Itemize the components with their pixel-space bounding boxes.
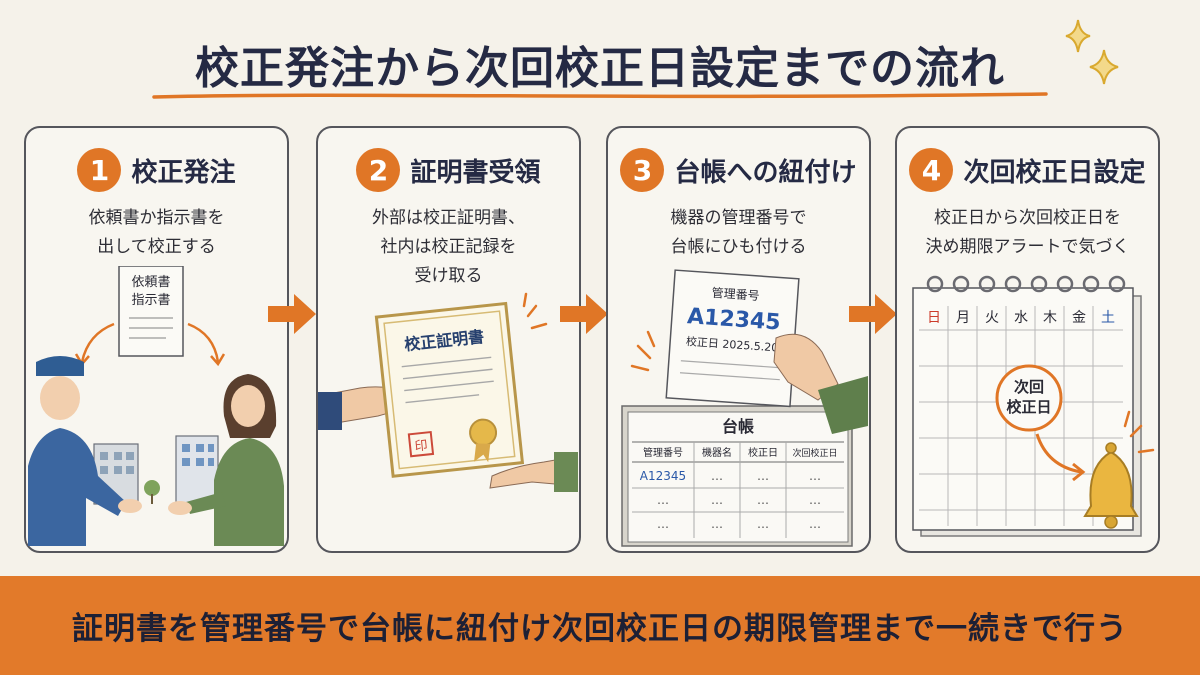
step-title: 台帳への紐付け bbox=[674, 157, 857, 188]
summary-banner: 証明書を管理番号で台帳に紐付け次回校正日の期限管理まで一続きで行う bbox=[0, 576, 1200, 675]
ledger-cell: A12345 bbox=[640, 469, 686, 483]
doc-line-1: 依頼書 bbox=[131, 275, 170, 290]
ledger-header: 管理番号 bbox=[643, 446, 683, 459]
staff-figure bbox=[168, 374, 284, 546]
next-calibration-badge bbox=[995, 364, 1063, 432]
seal-icon bbox=[407, 430, 435, 458]
ledger-cell: … bbox=[757, 493, 769, 507]
arrow-right-curve-icon bbox=[187, 322, 220, 363]
order-illustration: 依頼書 指示書 bbox=[28, 266, 284, 546]
arrow-left-icon bbox=[80, 322, 115, 363]
ledger-cell: … bbox=[711, 517, 723, 531]
ledger-book: 台帳 管理番号 機器名 校正日 次回校正日 A12345 … … … … … …… bbox=[621, 405, 853, 547]
arrow-right-icon bbox=[560, 294, 608, 334]
ledger-header: 校正日 bbox=[748, 446, 778, 459]
step-number-badge: 1 bbox=[77, 148, 122, 192]
step-header: 3 台帳への紐付け bbox=[608, 146, 869, 194]
ledger-cell: … bbox=[657, 517, 669, 531]
arrow-right-icon bbox=[268, 294, 316, 334]
step-header: 1 校正発注 bbox=[26, 146, 287, 194]
weekday-label: 水 bbox=[1014, 310, 1028, 326]
page-title: 校正発注から次回校正日設定までの流れ bbox=[195, 43, 1005, 94]
bell-icon bbox=[1083, 442, 1139, 529]
certificate-document: 校正証明書 印 bbox=[374, 301, 525, 478]
step-description: 校正日から次回校正日を 決め期限アラートで気づく bbox=[925, 208, 1130, 257]
ledger-header: 機器名 bbox=[702, 446, 732, 459]
id-tag-card: 管理番号 A12345 校正日 2025.5.20 bbox=[665, 269, 800, 408]
ledger-illustration: 台帳 管理番号 機器名 校正日 次回校正日 A12345 … … … … … …… bbox=[621, 269, 868, 547]
step-panel-2: 2 証明書受領 外部は校正証明書、 社内は校正記録を 受け取る 校正証明書 印 bbox=[316, 126, 581, 553]
weekday-label: 日 bbox=[927, 310, 941, 326]
tag-label: 管理番号 bbox=[711, 285, 760, 303]
step-panel-1: 1 校正発注 依頼書か指示書を 出して校正する 依頼書 指示書 bbox=[24, 126, 289, 553]
ledger-title: 台帳 bbox=[722, 417, 754, 436]
title-underline bbox=[152, 92, 1048, 99]
step-description: 依頼書か指示書を 出して校正する bbox=[88, 208, 225, 257]
step-title: 校正発注 bbox=[131, 157, 236, 188]
weekday-label: 木 bbox=[1043, 310, 1057, 326]
step-description: 機器の管理番号で 台帳にひも付ける bbox=[670, 208, 807, 257]
badge-line-2: 校正日 bbox=[1006, 398, 1051, 416]
step-title: 次回校正日設定 bbox=[963, 157, 1146, 188]
weekday-label: 月 bbox=[956, 310, 970, 326]
step-panel-4: 4 次回校正日設定 校正日から次回校正日を 決め期限アラートで気づく 日 月 火… bbox=[895, 126, 1160, 553]
step-description: 外部は校正証明書、 社内は校正記録を 受け取る bbox=[372, 208, 525, 286]
step-panel-3: 3 台帳への紐付け 機器の管理番号で 台帳にひも付ける 台帳 管理番号 機器名 … bbox=[606, 126, 871, 553]
ledger-cell: … bbox=[809, 517, 821, 531]
ledger-cell: … bbox=[809, 469, 821, 483]
certificate-illustration: 校正証明書 印 bbox=[318, 292, 578, 492]
tag-date: 校正日 2025.5.20 bbox=[686, 334, 779, 354]
step-number-badge: 3 bbox=[620, 148, 665, 192]
weekday-label: 火 bbox=[985, 310, 999, 326]
ledger-cell: … bbox=[657, 493, 669, 507]
ledger-cell: … bbox=[757, 469, 769, 483]
ledger-cell: … bbox=[757, 517, 769, 531]
ledger-cell: … bbox=[711, 469, 723, 483]
request-document-icon: 依頼書 指示書 bbox=[118, 266, 184, 357]
header: 校正発注から次回校正日設定までの流れ bbox=[0, 0, 1200, 110]
ledger-header: 次回校正日 bbox=[792, 447, 837, 459]
step-header: 4 次回校正日設定 bbox=[897, 146, 1158, 194]
weekday-label: 金 bbox=[1072, 310, 1086, 326]
sparkle-icon bbox=[1065, 19, 1119, 85]
badge-line-1: 次回 bbox=[1014, 378, 1044, 396]
step-title: 証明書受領 bbox=[410, 157, 541, 188]
worker-figure bbox=[28, 356, 142, 546]
doc-line-2: 指示書 bbox=[131, 293, 170, 308]
summary-text: 証明書を管理番号で台帳に紐付け次回校正日の期限管理まで一続きで行う bbox=[72, 611, 1128, 647]
step-header: 2 証明書受領 bbox=[318, 146, 579, 194]
calendar-illustration: 日 月 火 水 木 金 土 次回 校正日 bbox=[912, 275, 1155, 537]
step-number-badge: 2 bbox=[356, 148, 401, 192]
seal-text: 印 bbox=[414, 438, 429, 454]
ledger-cell: … bbox=[711, 493, 723, 507]
step-number-badge: 4 bbox=[909, 148, 954, 192]
ledger-cell: … bbox=[809, 493, 821, 507]
weekday-label: 土 bbox=[1101, 310, 1115, 326]
arrow-right-icon bbox=[849, 294, 897, 334]
